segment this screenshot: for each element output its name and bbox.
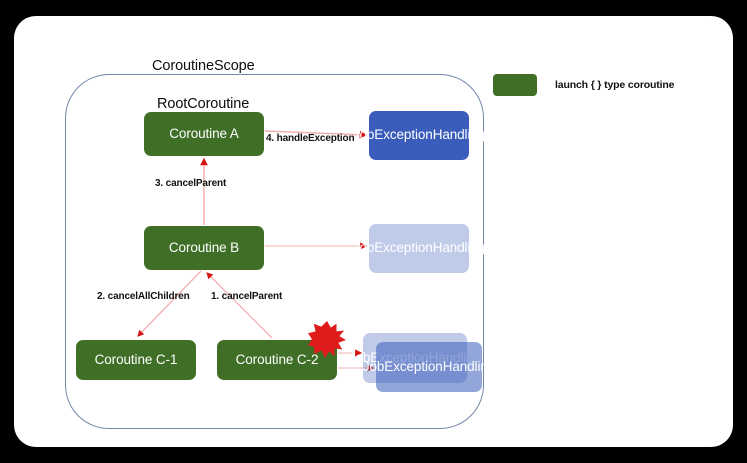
jeh-line2: Handling xyxy=(432,240,486,256)
jeh-line1: JobException xyxy=(352,127,433,143)
legend-label: launch { } type coroutine xyxy=(555,79,675,91)
legend-swatch-green xyxy=(493,74,537,96)
node-coroutine-a[interactable]: Coroutine A xyxy=(144,112,264,156)
node-job-exception-handling-muted-b[interactable]: JobException Handling xyxy=(353,224,485,273)
exception-burst-icon xyxy=(308,320,346,358)
edge-label-handle-exception: 4. handleException xyxy=(266,133,355,144)
node-coroutine-c2[interactable]: Coroutine C-2 xyxy=(217,340,337,380)
edge-label-cancel-parent-3: 3. cancelParent xyxy=(155,178,227,189)
legend: launch { } type coroutine xyxy=(493,74,675,96)
edge-label-cancel-all-children: 2. cancelAllChildren xyxy=(97,291,190,302)
node-coroutine-c1[interactable]: Coroutine C-1 xyxy=(76,340,196,380)
root-coroutine-label: RootCoroutine xyxy=(157,96,250,112)
jeh-line2: Handling xyxy=(442,358,496,374)
coroutine-scope-container xyxy=(65,74,484,429)
diagram-canvas: CoroutineScope RootCoroutine Coroutine A… xyxy=(14,16,733,447)
jeh-line1: JobException xyxy=(362,358,443,374)
jeh-line1: JobException xyxy=(352,240,433,256)
node-job-exception-handling-muted-c-front[interactable]: JobException Handling xyxy=(363,342,495,392)
jeh-line2: Handling xyxy=(432,127,486,143)
edge-label-cancel-parent-1: 1. cancelParent xyxy=(211,291,283,302)
node-job-exception-handling-primary[interactable]: JobException Handling xyxy=(353,111,485,160)
coroutine-scope-label: CoroutineScope xyxy=(152,58,255,74)
node-coroutine-b[interactable]: Coroutine B xyxy=(144,226,264,270)
